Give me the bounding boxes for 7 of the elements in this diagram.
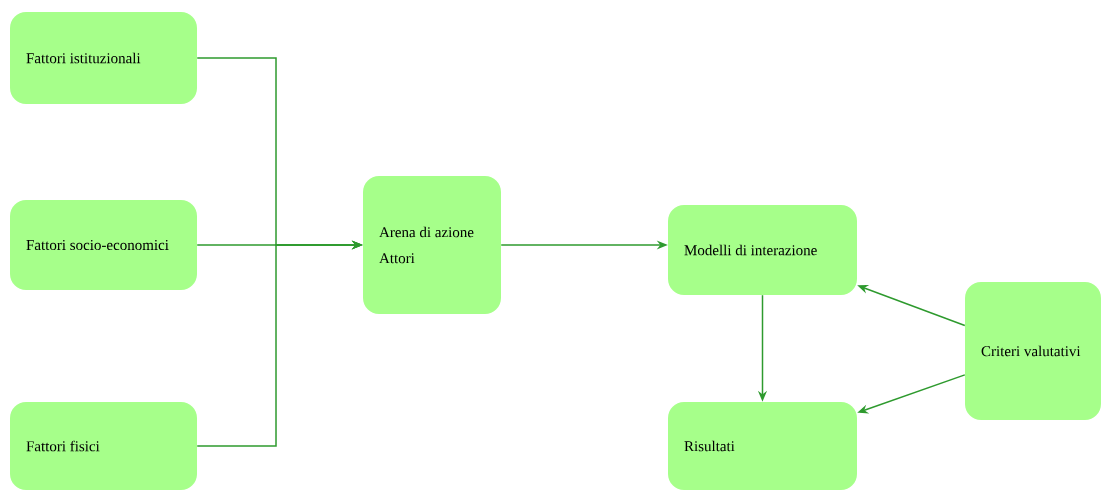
process-box: Fattori istituzionali <box>10 12 197 104</box>
process-box: Risultati <box>668 402 857 490</box>
process-box: Modelli di interazione <box>668 205 857 295</box>
process-box: Criteri valutativi <box>965 282 1101 420</box>
process-box: Arena di azione Attori <box>363 176 501 314</box>
process-box: Fattori socio-economici <box>10 200 197 290</box>
process-box: Fattori fisici <box>10 402 197 490</box>
